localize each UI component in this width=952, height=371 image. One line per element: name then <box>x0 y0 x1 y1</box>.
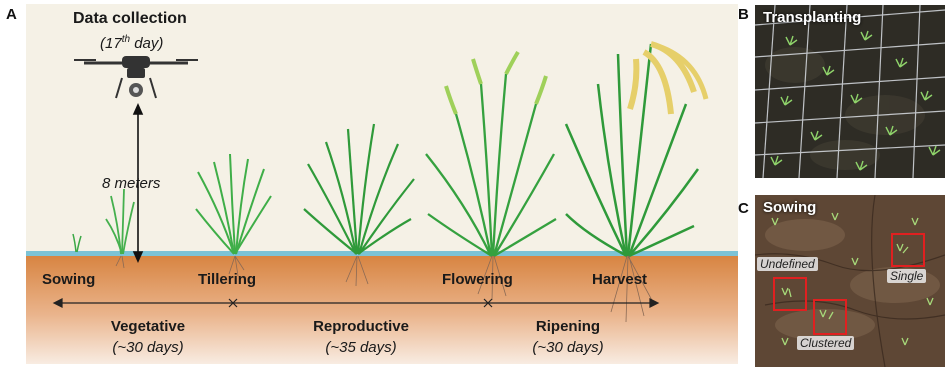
panel-label-a: A <box>6 6 17 23</box>
transplanting-title: Transplanting <box>763 9 861 26</box>
drone-title: Data collection <box>73 10 187 28</box>
undefined-box <box>773 277 807 311</box>
panel-label-c: C <box>738 200 749 217</box>
drone-day: (17th day) <box>100 34 163 52</box>
sowing-title: Sowing <box>763 199 816 216</box>
undefined-tag: Undefined <box>757 257 818 271</box>
stage-flowering: Flowering <box>442 271 513 288</box>
transplanting-photo: Transplanting <box>755 5 945 178</box>
phase-ripening: Ripening <box>518 318 618 335</box>
height-label: 8 meters <box>102 175 160 192</box>
drone-day-sup: th <box>122 34 130 45</box>
single-box <box>891 233 925 267</box>
transplanting-image <box>755 5 945 178</box>
sowing-photo: Sowing Undefined Single Clustered <box>755 195 945 367</box>
phase-vegetative: Vegetative <box>98 318 198 335</box>
phase-reproductive-days: (~35 days) <box>306 339 416 356</box>
clustered-tag: Clustered <box>797 336 854 350</box>
panel-label-b: B <box>738 6 749 23</box>
phase-ripening-days: (~30 days) <box>515 339 621 356</box>
rice-growth-diagram: Data collection (17th day) 8 meters Sowi… <box>26 4 738 364</box>
drone-day-prefix: (17 <box>100 35 122 52</box>
stage-harvest: Harvest <box>592 271 647 288</box>
stage-sowing: Sowing <box>42 271 95 288</box>
phase-vegetative-days: (~30 days) <box>98 339 198 356</box>
single-tag: Single <box>887 269 926 283</box>
clustered-box <box>813 299 847 335</box>
stage-tillering: Tillering <box>198 271 256 288</box>
phase-reproductive: Reproductive <box>296 318 426 335</box>
drone-day-suffix: day) <box>130 35 163 52</box>
